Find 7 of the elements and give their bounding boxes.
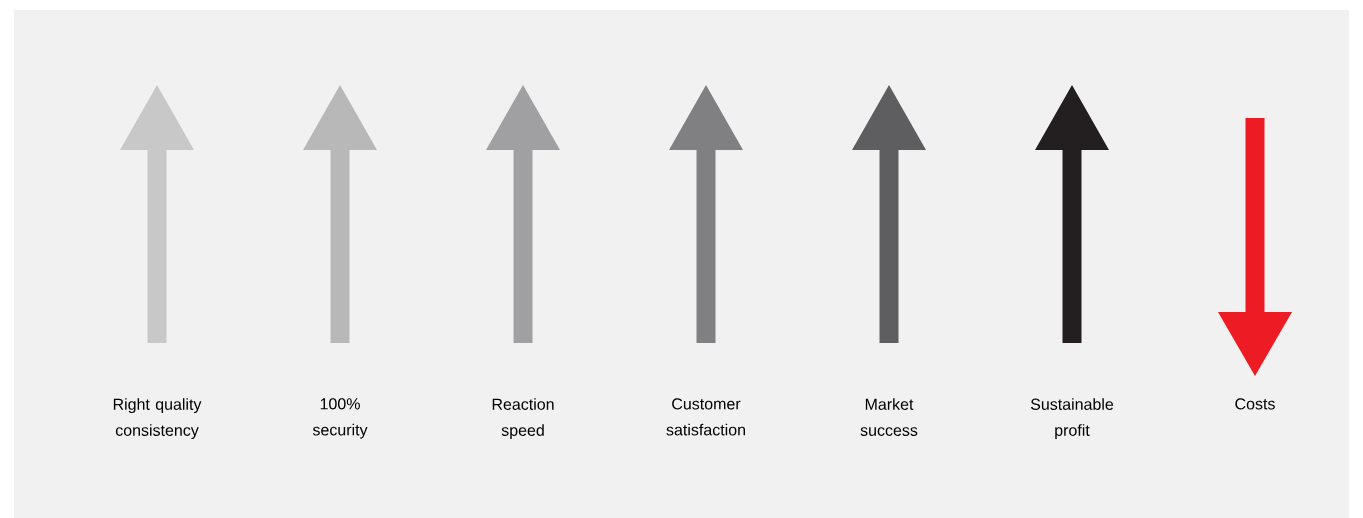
arrow-label: 100% security	[312, 398, 368, 439]
arrow-label: Market success	[860, 398, 918, 436]
arrow-label: Right quality consistency	[113, 398, 202, 440]
arrow-label: Reaction speed	[492, 398, 554, 440]
arrow-label: Sustainable profit	[1030, 398, 1114, 440]
arrow-label: Costs	[1235, 398, 1275, 410]
arrow-label: Customer satisfaction	[666, 398, 745, 436]
